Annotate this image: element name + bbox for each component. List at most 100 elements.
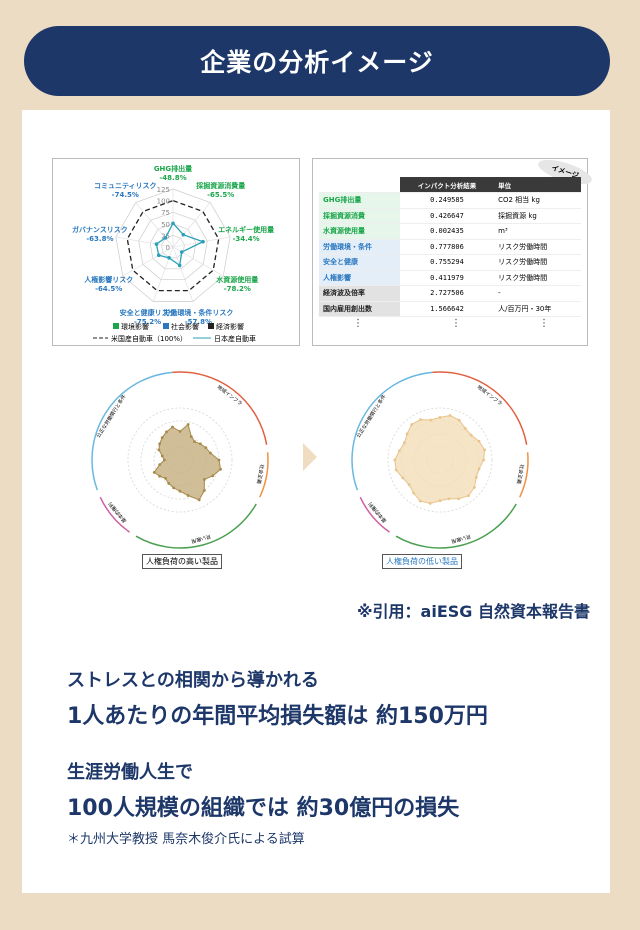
data-point bbox=[467, 494, 470, 498]
data-point bbox=[477, 439, 481, 443]
data-point bbox=[167, 256, 171, 260]
row-unit: リスク労働時間 bbox=[494, 254, 581, 271]
text-line: ストレスとの相関から導かれる bbox=[67, 670, 319, 691]
category-arc bbox=[259, 452, 269, 498]
tick-label: 50 bbox=[161, 221, 170, 229]
data-point bbox=[402, 441, 406, 445]
data-point bbox=[201, 239, 205, 244]
data-point bbox=[186, 494, 190, 497]
axis-label: ガバナンスリスク bbox=[72, 225, 128, 234]
data-point bbox=[217, 458, 221, 462]
legend-swatch bbox=[208, 323, 214, 329]
data-point bbox=[154, 242, 159, 246]
row-value: 0.249585 bbox=[399, 192, 495, 209]
legend-label: 米国産自動車（100%） bbox=[111, 334, 187, 343]
col-header: インパクト分析結果 bbox=[399, 177, 495, 193]
axis-value: -63.8% bbox=[86, 235, 113, 243]
footnote: ＊九州大学教授 馬奈木俊介氏による試算 bbox=[67, 832, 305, 847]
row-label: 国内雇用創出数 bbox=[319, 301, 400, 317]
data-point bbox=[457, 418, 461, 422]
data-point bbox=[181, 232, 186, 237]
row-unit: 採掘資源 kg bbox=[494, 208, 581, 224]
category-arc bbox=[351, 371, 433, 491]
axis-value: -65.5% bbox=[207, 191, 234, 199]
data-point bbox=[204, 446, 208, 449]
data-point bbox=[407, 483, 411, 487]
axis-value: -78.2% bbox=[224, 285, 251, 293]
data-point bbox=[211, 474, 215, 478]
radar-ring bbox=[115, 188, 231, 302]
data-point bbox=[469, 433, 473, 437]
row-unit: 人/百万円・30年 bbox=[494, 301, 581, 317]
data-point bbox=[401, 476, 405, 480]
row-value: 0.426647 bbox=[399, 208, 495, 224]
data-point bbox=[177, 263, 182, 268]
radar-high-burden: 地域インフラ社会正義良い雇用基本的権利公正な労働慣行と条件 bbox=[75, 365, 285, 575]
more-dots: ⋮ bbox=[539, 318, 549, 329]
data-point bbox=[179, 250, 184, 254]
series-japan bbox=[155, 222, 205, 267]
radar-ring bbox=[149, 223, 197, 270]
radar-ring bbox=[387, 407, 493, 513]
data-point bbox=[410, 423, 414, 426]
data-point bbox=[178, 430, 182, 433]
data-point bbox=[394, 468, 398, 472]
data-point bbox=[472, 486, 476, 489]
category-label: 公正な労働慣行と条件 bbox=[355, 393, 388, 439]
more-dots: ⋮ bbox=[353, 318, 363, 329]
category-arc bbox=[135, 503, 257, 549]
category-label: 社会正義 bbox=[515, 464, 525, 485]
legend-label: 環境影響 bbox=[121, 322, 149, 331]
axis-value: -34.4% bbox=[233, 235, 260, 243]
axis-label: 採掘資源消費量 bbox=[196, 181, 245, 190]
category-arc bbox=[172, 371, 268, 445]
data-point bbox=[438, 499, 442, 503]
row-label: 人権影響 bbox=[319, 270, 400, 286]
data-point bbox=[164, 476, 167, 480]
radar-axis bbox=[172, 246, 194, 302]
data-point bbox=[158, 474, 162, 478]
row-unit: CO2 相当 kg bbox=[494, 192, 581, 209]
data-point bbox=[474, 476, 478, 479]
data-point bbox=[198, 442, 202, 446]
data-point bbox=[193, 440, 196, 444]
row-value: 0.755294 bbox=[399, 254, 495, 271]
category-arc bbox=[395, 503, 517, 549]
data-point bbox=[209, 451, 212, 455]
row-label: 採掘資源消費 bbox=[319, 208, 400, 224]
row-value: 2.727506 bbox=[399, 285, 495, 302]
axis-label: GHG排出量 bbox=[154, 164, 192, 173]
row-unit: リスク労働時間 bbox=[494, 270, 581, 286]
data-point bbox=[398, 449, 401, 453]
data-point bbox=[152, 471, 156, 474]
loss-organization: 100人規模の組織では 約30億円の損失 bbox=[67, 796, 460, 821]
legend-label: 日本産自動車 bbox=[214, 334, 256, 343]
row-label: 安全と健康 bbox=[319, 254, 400, 271]
data-point bbox=[160, 436, 164, 440]
axis-value: -64.5% bbox=[95, 285, 122, 293]
data-point bbox=[429, 418, 433, 422]
axis-value: -48.8% bbox=[159, 174, 186, 182]
row-label: GHG排出量 bbox=[319, 192, 400, 209]
data-point bbox=[477, 467, 481, 471]
data-point bbox=[447, 497, 451, 501]
row-value: 0.411979 bbox=[399, 270, 495, 286]
radar-axis bbox=[172, 202, 211, 248]
more-dots: ⋮ bbox=[451, 318, 461, 329]
data-point bbox=[163, 236, 168, 240]
legend-swatch bbox=[113, 323, 119, 329]
radar-axis bbox=[135, 202, 174, 248]
legend-label: 社会影響 bbox=[171, 322, 199, 331]
row-unit: - bbox=[494, 285, 581, 302]
axis-value: -75.2% bbox=[134, 318, 161, 326]
content-card: 0255075100125GHG排出量-48.8%採掘資源消費量-65.5%エネ… bbox=[22, 110, 610, 893]
category-label: 社会正義 bbox=[255, 464, 265, 485]
axis-label: エネルギー使用量 bbox=[218, 225, 274, 234]
category-arc bbox=[519, 452, 529, 498]
loss-per-person: 1人あたりの年間平均損失額は 約150万円 bbox=[67, 704, 488, 729]
category-arc bbox=[99, 496, 130, 533]
